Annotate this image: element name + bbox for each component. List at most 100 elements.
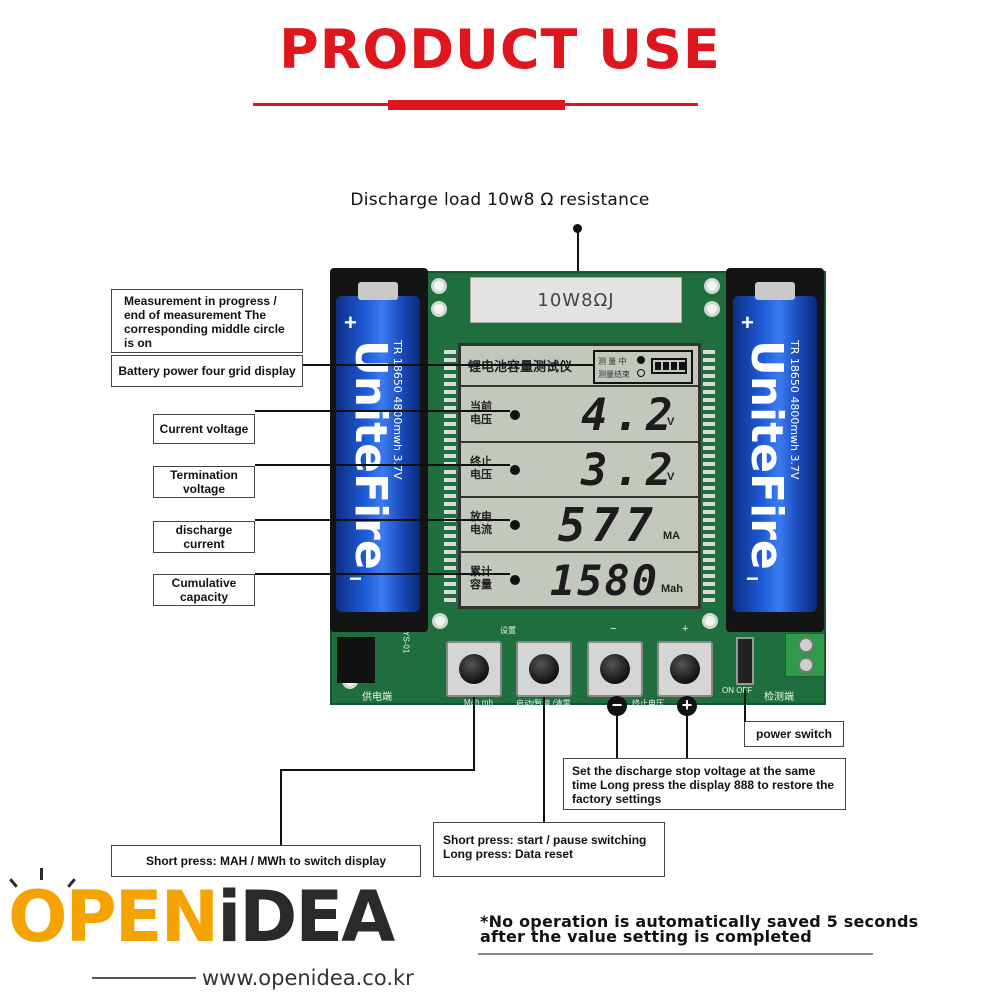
screw-icon — [798, 637, 814, 653]
leader-line-plus — [686, 712, 688, 758]
leader-line-start-pause — [543, 697, 545, 822]
leader-line-power-switch — [744, 690, 746, 722]
lcd-status-measuring: 测 量 中 — [598, 357, 627, 366]
leader-line-status — [303, 364, 593, 366]
btn-label-minus: − — [610, 623, 617, 635]
btn-label-mah: Mah mh — [464, 698, 493, 707]
minus-circle-icon: − — [607, 696, 627, 716]
battery-level-bar — [663, 362, 669, 370]
leader-line-cumulative-capacity — [255, 573, 510, 575]
pcb-onoff-label: ON OFF — [722, 686, 753, 695]
lcd-row-current-voltage: 当前电压 4.2 V — [461, 388, 698, 443]
battery-right — [733, 296, 817, 612]
lcd-status-indicator-on — [637, 356, 645, 364]
button-cap[interactable] — [670, 654, 700, 684]
mount-hole — [431, 278, 447, 294]
btn-label-set: 设置 — [500, 626, 516, 635]
btn-label-plus: + — [682, 623, 689, 635]
lcd-status-indicator-off — [637, 369, 645, 377]
leader-line-current-voltage — [255, 410, 510, 412]
website-url: www.openidea.co.kr — [202, 966, 414, 990]
button-cap[interactable] — [459, 654, 489, 684]
callout-mah-mwh: Short press: MAH / MWh to switch display — [111, 845, 421, 877]
leader-line-termination-voltage — [255, 464, 510, 466]
lcd-row-termination-voltage: 终止电压 3.2 V — [461, 443, 698, 498]
button-cap[interactable] — [529, 654, 559, 684]
battery-left-brand: UniteFire — [345, 340, 396, 570]
battery-right-minus: − — [746, 566, 759, 591]
lcd-row-label: 放电电流 — [470, 511, 492, 536]
battery-level-bar — [671, 362, 677, 370]
leader-line-discharge-current — [255, 519, 510, 521]
btn-label-stop: 终止电压 — [632, 699, 664, 708]
mount-hole — [431, 301, 447, 317]
battery-level-bar — [679, 362, 685, 370]
lcd-row-unit: V — [667, 416, 675, 428]
title-underline-accent — [388, 100, 565, 110]
brand-logo: OPENiDEA — [8, 882, 395, 952]
dc-power-jack — [337, 637, 375, 683]
lcd-row-discharge-current: 放电电流 577 MA — [461, 498, 698, 553]
battery-right-spec: TR 18650 4800mwh 3.7V — [788, 340, 801, 480]
lcd-row-unit: V — [667, 471, 675, 483]
lcd-row-label: 累计容量 — [470, 566, 492, 591]
mount-hole — [432, 613, 448, 629]
callout-battery-grid: Battery power four grid display — [111, 355, 303, 387]
load-resistor: 10W8ΩJ — [470, 277, 682, 323]
leader-dot — [573, 224, 582, 233]
voltage-minus-button[interactable] — [587, 641, 643, 697]
callout-status: Measurement in progress / end of measure… — [111, 289, 303, 353]
plus-circle-icon: + — [677, 696, 697, 716]
leader-line-mah-v2 — [280, 769, 282, 845]
battery-left — [336, 296, 420, 612]
callout-current-voltage: Current voltage — [153, 414, 255, 444]
lcd-row-label: 终止电压 — [470, 456, 492, 481]
battery-left-terminal — [358, 282, 398, 300]
screw-icon — [798, 657, 814, 673]
start-pause-button[interactable] — [516, 641, 572, 697]
leader-line-minus — [616, 712, 618, 758]
resistor-leader-line — [577, 230, 579, 285]
button-cap[interactable] — [600, 654, 630, 684]
pcb-detect-label: 检测端 — [764, 692, 794, 703]
logo-text-open: OPEN — [8, 876, 219, 958]
callout-power-switch: power switch — [744, 721, 844, 747]
lcd-header: 锂电池容量测试仪 测 量 中 测量结束 — [461, 346, 698, 387]
lcd-row-dot — [510, 520, 520, 530]
lcd-row-value: 4.2 — [581, 390, 679, 441]
battery-right-terminal — [755, 282, 795, 300]
footer-note: *No operation is automatically saved 5 s… — [480, 912, 919, 946]
callout-stop-voltage: Set the discharge stop voltage at the sa… — [563, 758, 846, 810]
lcd-row-value: 1580 — [549, 556, 659, 605]
battery-level-bar — [655, 362, 661, 370]
power-switch[interactable] — [736, 637, 754, 685]
lcd-row-dot — [510, 575, 520, 585]
mount-hole — [704, 278, 720, 294]
lcd-row-value: 3.2 — [581, 445, 679, 496]
resistor-caption: Discharge load 10w8 Ω resistance — [350, 190, 650, 210]
callout-start-pause: Short press: start / pause switching Lon… — [433, 822, 665, 877]
logo-divider — [92, 977, 196, 979]
battery-left-spec: TR 18650 4800mwh 3.7V — [391, 340, 404, 480]
battery-left-plus: + — [344, 310, 357, 335]
lightbulb-ray-icon — [40, 868, 43, 880]
leader-line-mah-v — [473, 697, 475, 770]
leader-line-mah-h — [280, 769, 475, 771]
lcd-row-dot — [510, 465, 520, 475]
battery-right-plus: + — [741, 310, 754, 335]
callout-termination-voltage: Termination voltage — [153, 466, 255, 498]
lcd-row-dot — [510, 410, 520, 420]
logo-text-idea: iDEA — [217, 876, 395, 958]
voltage-plus-button[interactable] — [657, 641, 713, 697]
lcd-display: 锂电池容量测试仪 测 量 中 测量结束 当前电压 4.2 V 终止电压 3.2 … — [458, 343, 701, 609]
lcd-status-box: 测 量 中 测量结束 — [593, 350, 693, 384]
mount-hole — [702, 613, 718, 629]
lcd-pin-header-left — [444, 350, 456, 605]
lcd-pin-header — [703, 350, 715, 605]
lcd-row-unit: Mah — [661, 583, 683, 595]
mah-mwh-button[interactable] — [446, 641, 502, 697]
battery-right-brand: UniteFire — [741, 340, 792, 570]
battery-left-minus: − — [349, 566, 362, 591]
screw-terminal — [785, 633, 825, 677]
lcd-row-value: 577 — [557, 498, 659, 552]
